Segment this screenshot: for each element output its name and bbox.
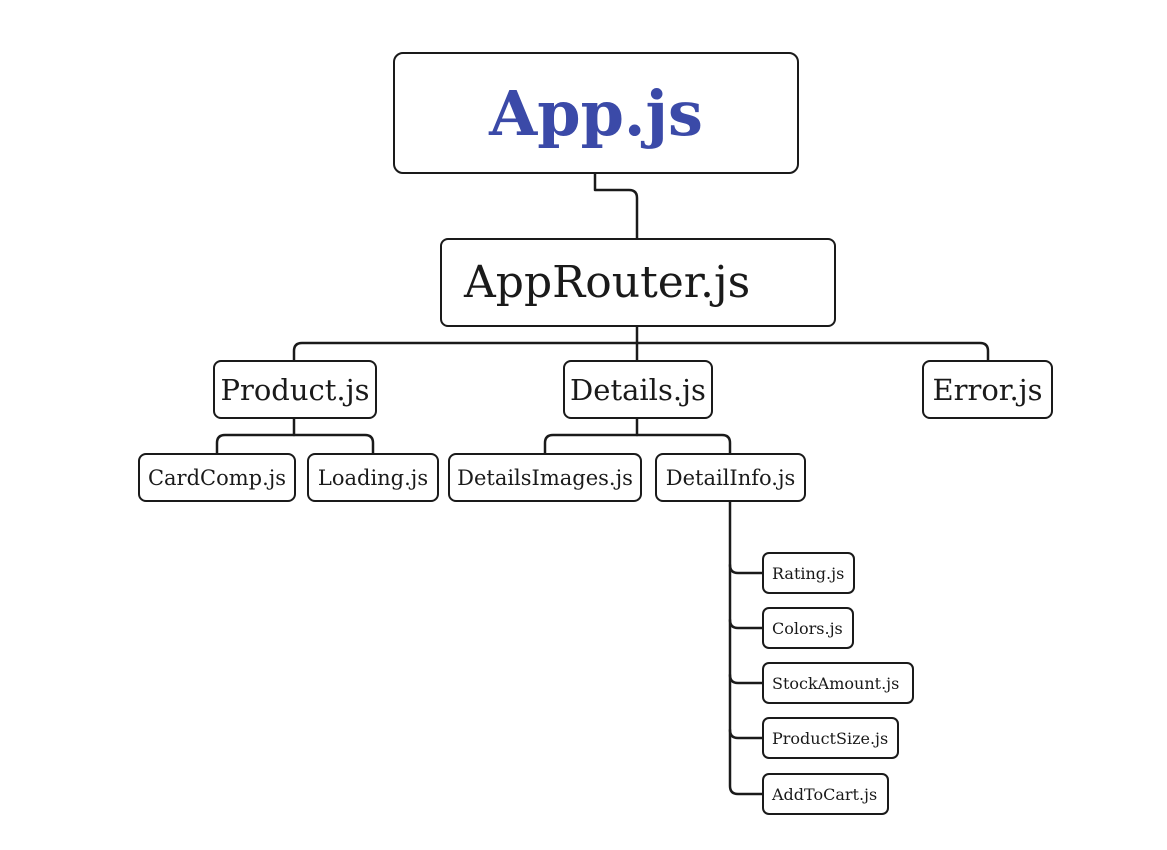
connector-detailinfo-stock — [728, 673, 764, 685]
connector-router-bus — [292, 341, 990, 362]
node-product-label: Product.js — [220, 372, 370, 407]
node-error-label: Error.js — [932, 372, 1043, 407]
node-stock-amount-label: StockAmount.js — [772, 673, 900, 693]
node-detail-info: DetailInfo.js — [655, 453, 806, 502]
node-add-to-cart: AddToCart.js — [762, 773, 889, 815]
node-add-to-cart-label: AddToCart.js — [772, 784, 878, 804]
node-details-label: Details.js — [570, 372, 706, 407]
node-details-images: DetailsImages.js — [448, 453, 642, 502]
node-colors: Colors.js — [762, 607, 854, 649]
node-app-label: App.js — [489, 76, 703, 150]
node-colors-label: Colors.js — [772, 618, 843, 638]
connector-details-bus — [543, 433, 732, 455]
node-product-size-label: ProductSize.js — [772, 728, 889, 748]
node-app: App.js — [393, 52, 799, 174]
node-rating-label: Rating.js — [772, 563, 845, 583]
connector-detailinfo-size — [728, 728, 764, 740]
node-product-size: ProductSize.js — [762, 717, 899, 759]
connector-detailinfo-spine — [728, 500, 764, 796]
node-loading: Loading.js — [307, 453, 439, 502]
connector-detailinfo-colors — [728, 618, 764, 630]
node-detail-info-label: DetailInfo.js — [665, 465, 796, 490]
node-rating: Rating.js — [762, 552, 855, 594]
node-card-comp-label: CardComp.js — [147, 465, 287, 490]
connector-app-router — [593, 172, 639, 240]
node-details: Details.js — [563, 360, 713, 419]
node-product: Product.js — [213, 360, 377, 419]
connector-product-bus — [215, 433, 375, 455]
node-card-comp: CardComp.js — [138, 453, 296, 502]
node-loading-label: Loading.js — [317, 465, 429, 490]
node-details-images-label: DetailsImages.js — [457, 465, 633, 490]
node-error: Error.js — [922, 360, 1053, 419]
node-app-router-label: AppRouter.js — [464, 257, 751, 308]
connector-detailinfo-rating — [728, 563, 764, 575]
node-stock-amount: StockAmount.js — [762, 662, 914, 704]
node-app-router: AppRouter.js — [440, 238, 836, 327]
